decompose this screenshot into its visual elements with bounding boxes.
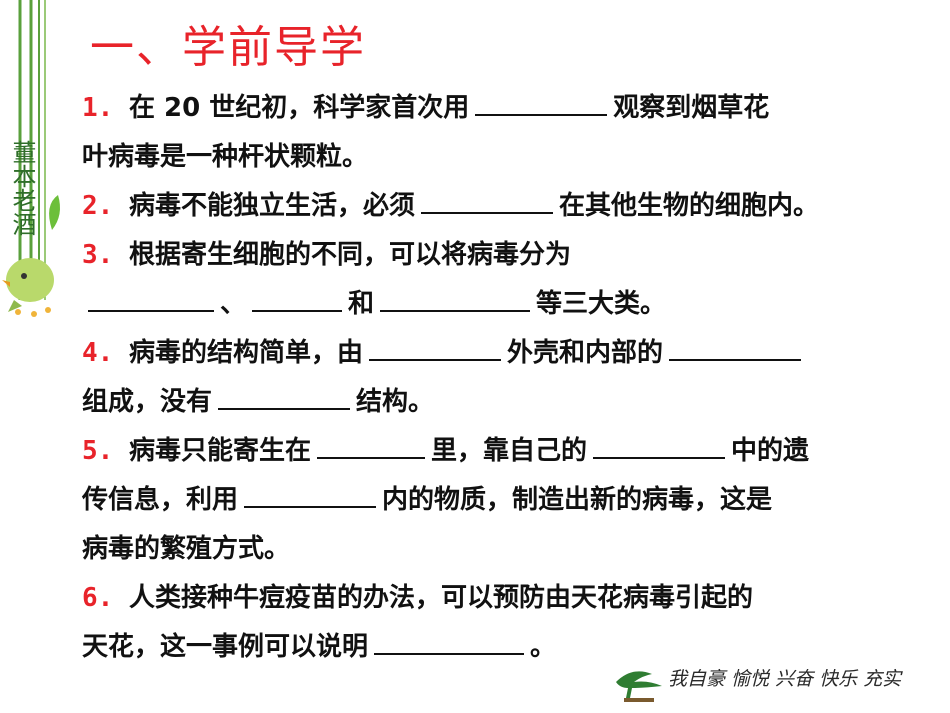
- question-text: 天花，这一事例可以说明: [82, 632, 369, 662]
- answer-blank[interactable]: [475, 88, 608, 116]
- answer-blank[interactable]: [420, 186, 553, 214]
- question-text: 根据寄生细胞的不同，可以将病毒分为: [128, 240, 571, 270]
- question-2-line-1: 2. 病毒不能独立生活，必须 在其他生物的细胞内。: [82, 182, 932, 231]
- question-5-line-1: 5. 病毒只能寄生在 里，靠自己的 中的遗: [82, 427, 932, 476]
- question-list: 1. 在 20 世纪初，科学家首次用 观察到烟草花叶病毒是一种杆状颗粒。 2. 病毒…: [82, 84, 932, 672]
- bottom-decoration: [616, 671, 662, 702]
- question-number: 1.: [82, 93, 129, 123]
- question-text: 中的遗: [731, 436, 810, 466]
- question-text: 病毒的结构简单，由: [128, 338, 363, 368]
- answer-blank[interactable]: [593, 431, 725, 459]
- question-6-line-2: 天花，这一事例可以说明 。: [82, 623, 932, 672]
- question-3-line-2: 、 和 等三大类。: [82, 280, 932, 329]
- question-text: 、: [220, 289, 247, 319]
- bird-icon: [6, 258, 54, 302]
- question-text: 叶病毒是一种杆状颗粒。: [82, 142, 369, 172]
- question-text: 观察到烟草花: [613, 93, 770, 123]
- page-title: 一、学前导学: [90, 22, 366, 73]
- answer-blank[interactable]: [380, 284, 531, 312]
- question-text: 里，靠自己的: [430, 436, 587, 466]
- sprout-icon: [49, 195, 60, 230]
- question-text: 。: [530, 632, 557, 662]
- question-text: 结构。: [356, 387, 435, 417]
- question-number: 2.: [82, 191, 129, 221]
- question-number: 4.: [82, 338, 129, 368]
- question-number: 6.: [82, 583, 129, 613]
- side-text: 董本老酒: [8, 140, 36, 236]
- answer-blank[interactable]: [316, 431, 425, 459]
- question-5-line-2: 传信息，利用 内的物质，制造出新的病毒，这是: [82, 476, 932, 525]
- question-text: 人类接种牛痘疫苗的办法，可以预防由天花病毒引起的: [128, 583, 753, 613]
- answer-blank[interactable]: [374, 627, 525, 655]
- answer-blank[interactable]: [669, 333, 801, 361]
- question-text: 病毒不能独立生活，必须: [128, 191, 415, 221]
- question-number: 5.: [82, 436, 129, 466]
- answer-blank[interactable]: [368, 333, 501, 361]
- question-4-line-2: 组成，没有 结构。: [82, 378, 932, 427]
- question-text: 病毒只能寄生在: [128, 436, 311, 466]
- question-text: 传信息，利用: [82, 485, 239, 515]
- question-text: 组成，没有: [82, 387, 213, 417]
- question-6-line-1: 6. 人类接种牛痘疫苗的办法，可以预防由天花病毒引起的: [82, 574, 932, 623]
- question-text: 外壳和内部的: [506, 338, 663, 368]
- answer-blank[interactable]: [88, 284, 214, 312]
- answer-blank[interactable]: [244, 480, 377, 508]
- question-number: 3.: [82, 240, 129, 270]
- question-1-line-1: 1. 在 20 世纪初，科学家首次用 观察到烟草花: [82, 84, 932, 133]
- question-text: 病毒的繁殖方式。: [82, 534, 291, 564]
- question-5-line-3: 病毒的繁殖方式。: [82, 525, 932, 574]
- pine-tree-icon: [616, 671, 662, 698]
- question-1-line-2: 叶病毒是一种杆状颗粒。: [82, 133, 932, 182]
- question-text: 等三大类。: [536, 289, 667, 319]
- question-3-line-1: 3. 根据寄生细胞的不同，可以将病毒分为: [82, 231, 932, 280]
- left-decoration: 董本老酒: [2, 0, 60, 317]
- question-text: 在 20 世纪初，科学家首次用: [128, 93, 470, 123]
- question-4-line-1: 4. 病毒的结构简单，由 外壳和内部的: [82, 329, 932, 378]
- question-text: 和: [348, 289, 375, 319]
- answer-blank[interactable]: [218, 382, 351, 410]
- answer-blank[interactable]: [252, 284, 343, 312]
- question-text: 在其他生物的细胞内。: [558, 191, 819, 221]
- question-text: 内的物质，制造出新的病毒，这是: [382, 485, 773, 515]
- motto-text: 我自豪 愉悦 兴奋 快乐 充实: [668, 668, 902, 690]
